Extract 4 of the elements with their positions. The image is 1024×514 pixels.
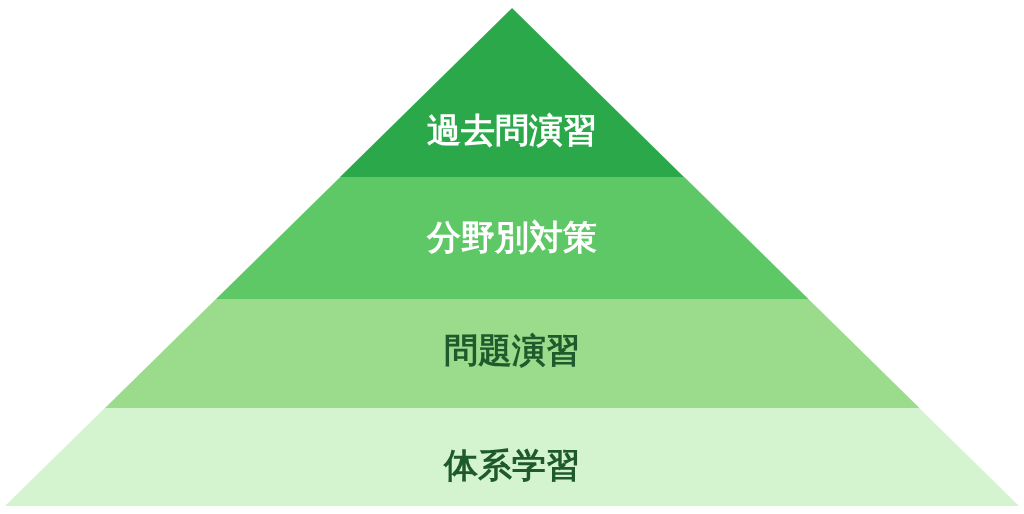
level-label: 過去問演習 bbox=[426, 110, 598, 150]
level-label: 分野別対策 bbox=[425, 217, 598, 257]
level-label: 問題演習 bbox=[443, 330, 581, 370]
level-label: 体系学習 bbox=[442, 445, 581, 485]
